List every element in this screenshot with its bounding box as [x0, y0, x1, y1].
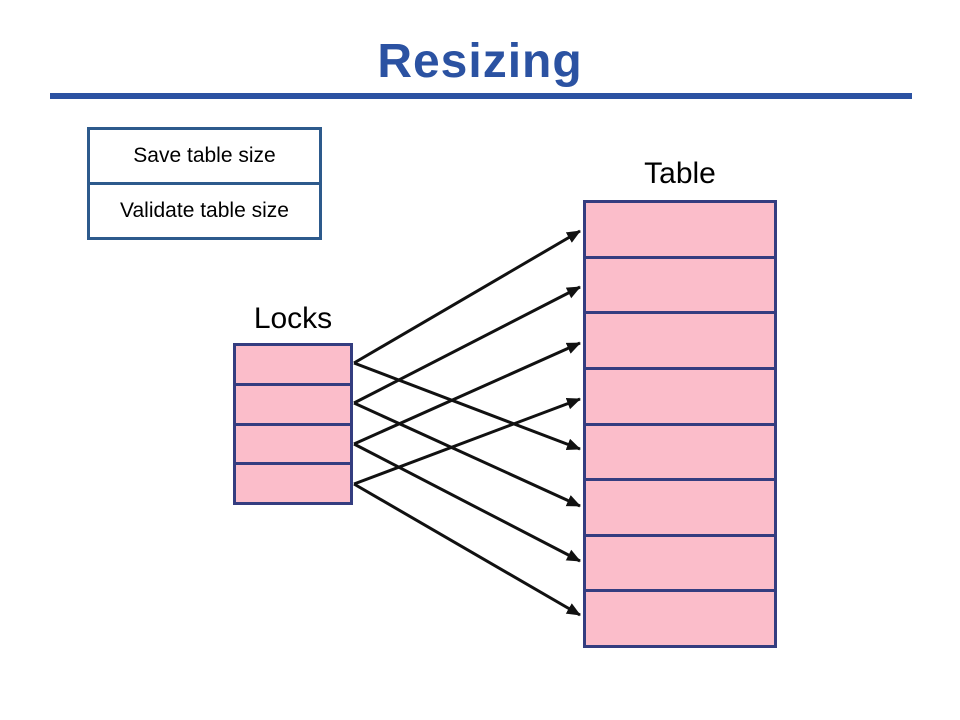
lock-cell: [236, 346, 350, 383]
page-title: Resizing: [377, 35, 583, 88]
bucket-cell: [586, 422, 774, 479]
lock-cell: [236, 462, 350, 502]
validate-step: Validate table size: [90, 185, 319, 237]
arrow-lock3-bucket3: [353, 341, 581, 446]
table-label: Table: [644, 157, 716, 190]
arrow-lock4-bucket8: [353, 482, 581, 617]
arrow-lock4-bucket4: [353, 397, 581, 486]
bucket-cell: [586, 203, 774, 256]
bucket-cell: [586, 311, 774, 367]
bucket-cell: [586, 366, 774, 423]
lock-cell: [236, 382, 350, 423]
hash-table: [583, 200, 777, 648]
steps-box: Save table size Validate table size: [87, 127, 322, 240]
lock-cell: [236, 422, 350, 463]
arrow-lock2-bucket2: [353, 285, 581, 405]
arrow-lock1-bucket1: [353, 229, 581, 365]
bucket-cell: [586, 533, 774, 590]
bucket-cell: [586, 255, 774, 312]
locks-label: Locks: [253, 302, 333, 335]
locks-table: [233, 343, 353, 505]
bucket-cell: [586, 589, 774, 645]
arrow-lock2-bucket6: [353, 401, 581, 508]
arrow-lock1-bucket5: [353, 361, 581, 451]
arrow-lock3-bucket7: [353, 442, 581, 563]
bucket-cell: [586, 478, 774, 534]
title-underline: [50, 93, 912, 99]
save-step: Save table size: [90, 130, 319, 185]
